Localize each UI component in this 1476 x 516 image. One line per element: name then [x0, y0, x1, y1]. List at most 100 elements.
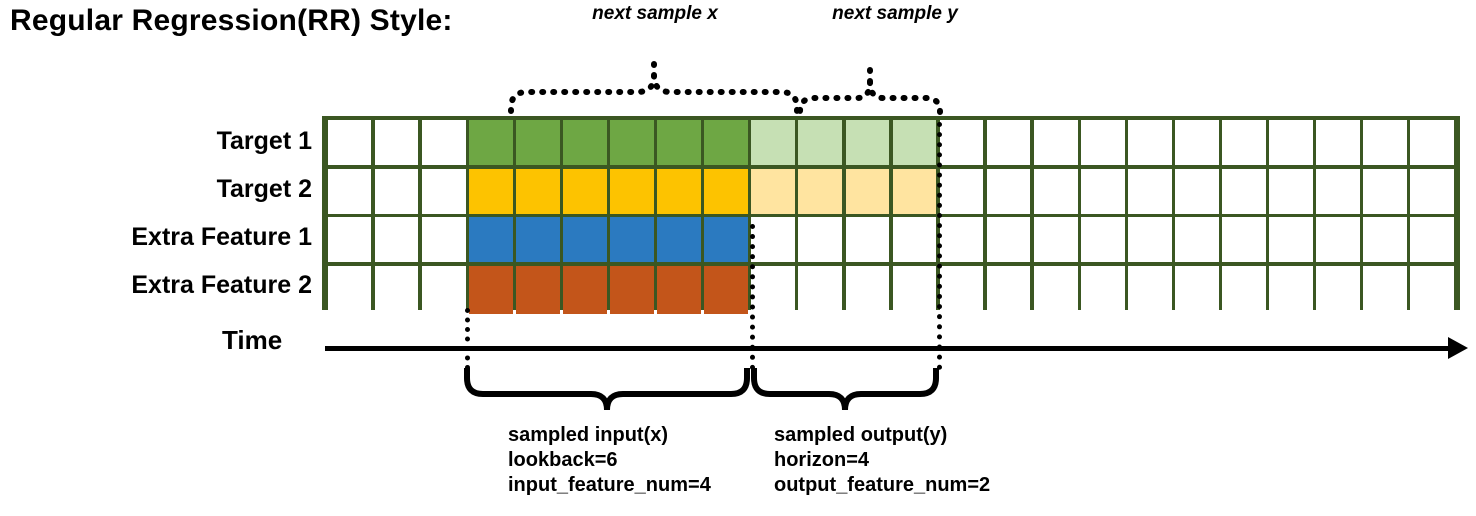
- dropline-input-start: [465, 308, 470, 370]
- caption-output-line1: sampled output(y): [774, 424, 948, 446]
- grid-cell: [1316, 168, 1361, 214]
- time-axis-line: [325, 346, 1455, 351]
- grid-cell: [845, 120, 890, 166]
- grid-cell: [1410, 168, 1455, 214]
- grid-cell: [1128, 265, 1172, 314]
- grid-cell: [610, 168, 654, 214]
- grid-cell: [421, 120, 466, 166]
- timeline-grid: [322, 116, 1460, 314]
- grid-cell: [327, 120, 372, 166]
- grid-cell: [563, 217, 607, 263]
- grid-cell: [845, 168, 890, 214]
- grid-cell: [751, 265, 796, 314]
- grid-cell: [704, 168, 749, 214]
- grid-cell: [892, 120, 937, 166]
- grid-cell: [1080, 217, 1125, 263]
- grid-cell: [704, 265, 749, 314]
- caption-output-line2: horizon=4: [774, 449, 870, 471]
- grid-cell: [1363, 217, 1408, 263]
- dropline-output-end: [937, 122, 942, 370]
- grid-cell: [1410, 120, 1455, 166]
- grid-cell: [751, 217, 796, 263]
- grid-cell: [468, 168, 513, 214]
- grid-cell: [1175, 168, 1219, 214]
- grid-cell: [798, 120, 843, 166]
- caption-sampled-input: sampled input(x) lookback=6 input_featur…: [508, 423, 711, 498]
- grid-cell: [704, 120, 749, 166]
- grid-cell: [939, 120, 984, 166]
- grid-cell: [986, 168, 1031, 214]
- grid-cell: [1033, 120, 1078, 166]
- grid-cell: [1175, 265, 1219, 314]
- grid-cell: [845, 265, 890, 314]
- grid-cell: [657, 265, 701, 314]
- grid-cell: [939, 265, 984, 314]
- top-brace-input: [508, 57, 800, 125]
- grid-cell: [1269, 168, 1313, 214]
- grid-cell: [610, 265, 654, 314]
- grid-cell: [1269, 265, 1313, 314]
- grid-cell: [939, 168, 984, 214]
- grid-cell: [1222, 168, 1266, 214]
- grid-row: [326, 168, 1456, 218]
- row-label-extra-feature-1: Extra Feature 1: [131, 223, 312, 251]
- grid-cell: [1175, 120, 1219, 166]
- grid-cell: [1222, 265, 1266, 314]
- grid-cell: [1128, 120, 1172, 166]
- row-label-extra-feature-2: Extra Feature 2: [131, 271, 312, 299]
- grid-cell: [751, 120, 796, 166]
- grid-cell: [610, 217, 654, 263]
- grid-cell: [704, 217, 749, 263]
- grid-cell: [374, 120, 419, 166]
- grid-cell: [1269, 120, 1313, 166]
- grid-cell: [1410, 217, 1455, 263]
- grid-cell: [986, 265, 1031, 314]
- caption-input-line1: sampled input(x): [508, 424, 669, 446]
- row-label-target-1: Target 1: [216, 127, 312, 155]
- caption-sampled-output: sampled output(y) horizon=4 output_featu…: [774, 423, 990, 498]
- grid-cell: [610, 120, 654, 166]
- grid-cell: [516, 120, 560, 166]
- grid-cell: [1316, 120, 1361, 166]
- grid-cell: [657, 120, 701, 166]
- grid-cell: [327, 217, 372, 263]
- grid-cell: [468, 265, 513, 314]
- grid-cell: [798, 217, 843, 263]
- grid-cell: [1222, 120, 1266, 166]
- grid-cell: [1363, 265, 1408, 314]
- grid-cell: [1269, 217, 1313, 263]
- grid-cell: [657, 168, 701, 214]
- grid-cell: [468, 120, 513, 166]
- grid-cell: [421, 217, 466, 263]
- annotation-next-sample-y: next sample y: [832, 3, 958, 24]
- grid-row: [326, 120, 1456, 169]
- grid-cell: [563, 168, 607, 214]
- grid-row: [326, 265, 1456, 314]
- grid-cell: [1128, 217, 1172, 263]
- grid-row: [326, 217, 1456, 266]
- annotation-next-sample-x: next sample x: [592, 3, 718, 24]
- grid-cell: [563, 265, 607, 314]
- grid-cell: [327, 168, 372, 214]
- grid-cell: [892, 265, 937, 314]
- grid-cell: [1363, 120, 1408, 166]
- grid-cell: [516, 168, 560, 214]
- bottom-brace-input: [464, 368, 750, 411]
- grid-cell: [374, 265, 419, 314]
- grid-cell: [1128, 168, 1172, 214]
- grid-cell: [845, 217, 890, 263]
- grid-cell: [1033, 265, 1078, 314]
- grid-cell: [1410, 265, 1455, 314]
- grid-cell: [657, 217, 701, 263]
- row-label-target-2: Target 2: [216, 175, 312, 203]
- grid-cell: [421, 168, 466, 214]
- grid-cell: [939, 217, 984, 263]
- bottom-brace-output: [751, 368, 939, 411]
- caption-input-line3: input_feature_num=4: [508, 474, 711, 496]
- grid-cell: [892, 217, 937, 263]
- grid-cell: [374, 217, 419, 263]
- grid-cell: [563, 120, 607, 166]
- caption-output-line3: output_feature_num=2: [774, 474, 991, 496]
- grid-cell: [1080, 168, 1125, 214]
- grid-cell: [1080, 265, 1125, 314]
